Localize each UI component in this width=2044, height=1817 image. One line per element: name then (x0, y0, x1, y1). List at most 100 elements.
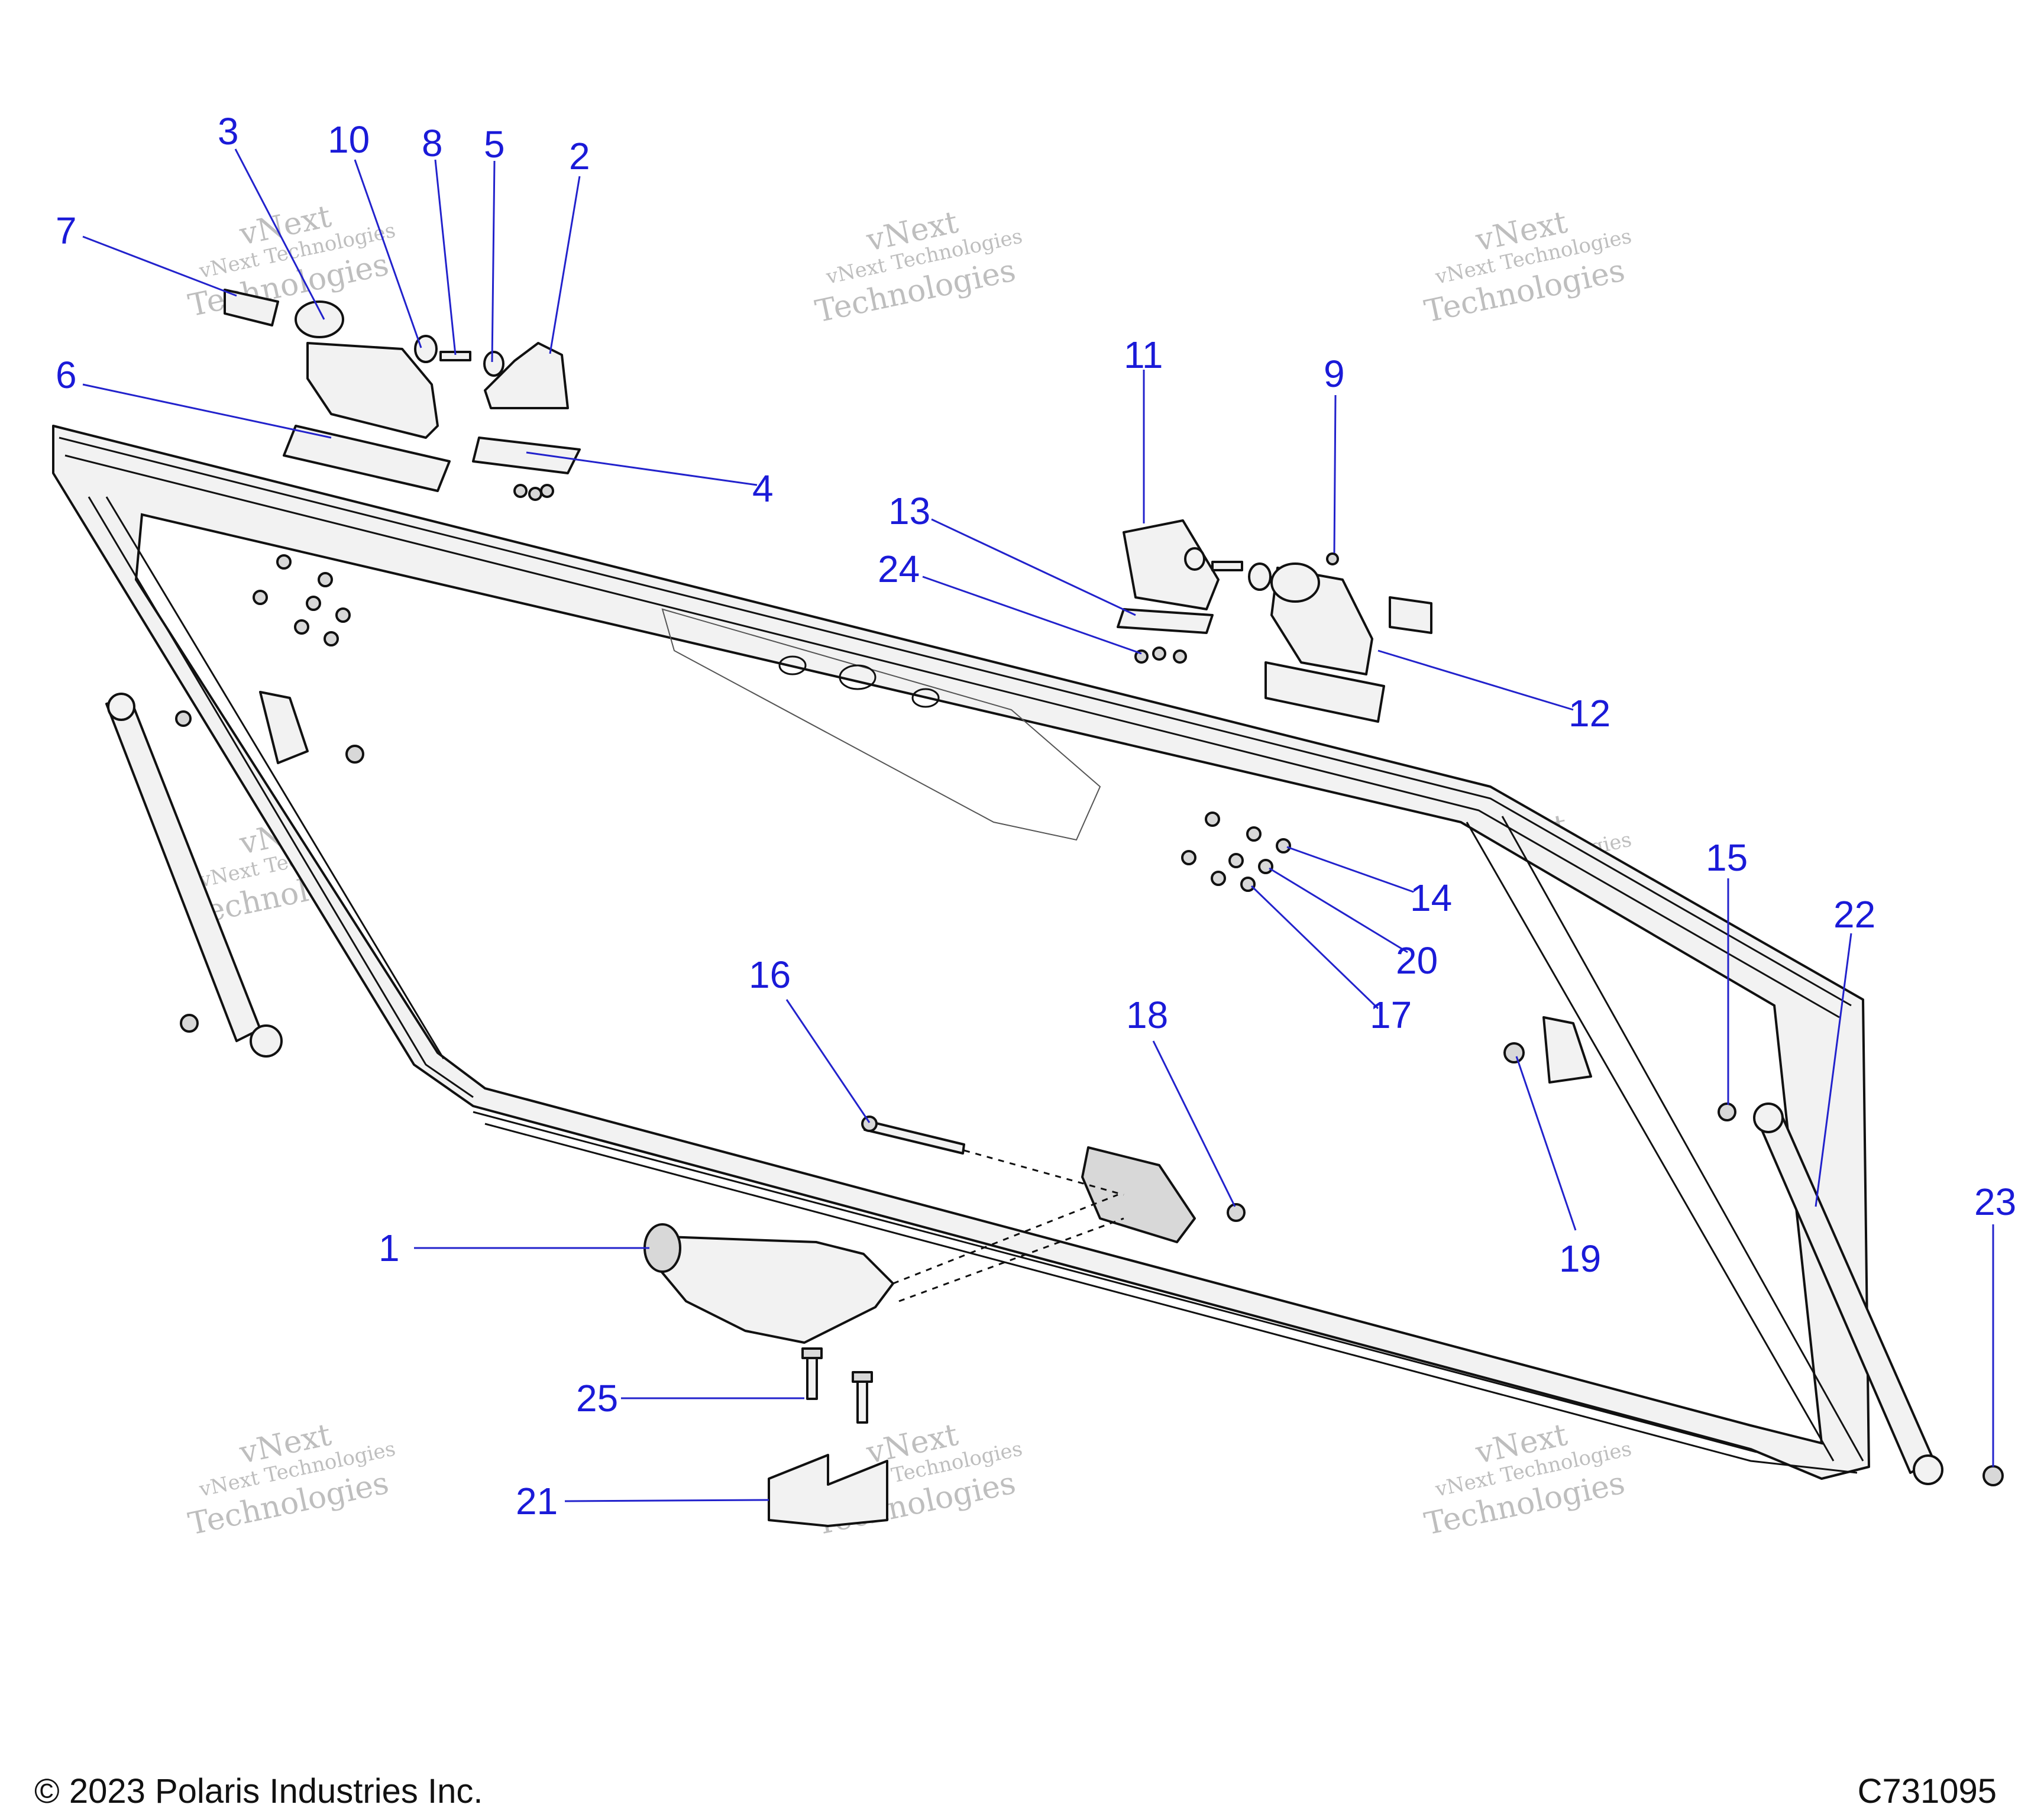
part-14-washer (1276, 838, 1291, 853)
part-22-gas-strut (1753, 1103, 1943, 1485)
fastener (276, 554, 292, 570)
part-11-mount (1123, 519, 1220, 610)
callout-3: 3 (218, 110, 239, 153)
hinge-cap (1389, 596, 1432, 634)
callout-21: 21 (516, 1480, 558, 1522)
diagram-code: C731095 (1857, 1772, 1997, 1810)
part-19-nut (1503, 1042, 1525, 1063)
callout-14: 14 (1410, 877, 1452, 919)
part-17-bolt (1240, 877, 1256, 892)
strut-end (250, 1024, 283, 1058)
glass-opening (134, 513, 1823, 1445)
mount-hole (778, 655, 807, 675)
part-13-gasket (1117, 608, 1214, 634)
fastener-cluster-right (1181, 811, 1291, 892)
mount-hole (911, 688, 940, 708)
strut-end (1913, 1454, 1943, 1485)
part-4-gasket (472, 437, 581, 474)
part-15-ball-stud (1718, 1103, 1736, 1121)
part-18-nut (1227, 1203, 1246, 1222)
frame-rail-line (88, 496, 474, 1098)
fastener (318, 572, 333, 587)
part-6-seal (283, 425, 451, 492)
part-5-bushing (483, 351, 504, 377)
callout-4: 4 (752, 467, 774, 510)
fastener-cluster-left (253, 554, 364, 764)
strut-end (107, 693, 135, 721)
latch-cylinder-end (643, 1223, 681, 1273)
part-10-washer (414, 335, 438, 363)
bushing (1184, 547, 1205, 571)
frame-rail-line (473, 1111, 1757, 1453)
leader-13 (931, 518, 1136, 616)
callout-6: 6 (56, 354, 77, 396)
callout-2: 2 (569, 135, 590, 177)
gas-strut-left (105, 693, 283, 1058)
watermark: vNext Technologies vNext Technologies (812, 205, 1024, 330)
part-21-bracket (768, 1454, 888, 1527)
leader-12 (1377, 649, 1574, 711)
fastener (1205, 811, 1220, 827)
part-2-mount (484, 342, 569, 409)
watermark: vNext Technologies vNext Technologies (1421, 205, 1634, 330)
leader-4 (526, 451, 758, 486)
leader-18 (1152, 1040, 1236, 1207)
frame-rail-line (1466, 822, 1835, 1462)
callout-17: 17 (1370, 994, 1412, 1036)
washer (1248, 562, 1272, 591)
callout-1: 1 (379, 1227, 400, 1269)
pin (1211, 561, 1243, 571)
part-1-latch (643, 1194, 1124, 1344)
frame-tab (259, 691, 309, 764)
callout-12: 12 (1568, 692, 1610, 735)
callout-labels: 3 10 8 5 2 7 6 4 11 9 13 24 12 14 20 17 … (56, 110, 2016, 1522)
leader-2 (549, 176, 581, 354)
glass-bracket-area (661, 608, 1101, 841)
callout-23: 23 (1974, 1181, 2016, 1223)
leader-20 (1269, 867, 1408, 953)
fastener (294, 619, 309, 635)
hinge-assembly-right (1117, 519, 1432, 723)
part-23-ball-stud (1982, 1465, 2004, 1486)
watermark: vNext Technologies vNext Technologies (185, 1417, 397, 1543)
leader-16 (785, 999, 871, 1123)
leader-10 (354, 159, 422, 348)
assembly-guide-line (963, 1149, 1124, 1196)
part-24-fastener (1173, 649, 1187, 664)
callout-25: 25 (576, 1377, 618, 1420)
leader-8 (434, 159, 457, 355)
callout-24: 24 (878, 548, 920, 590)
leader-19 (1515, 1056, 1577, 1231)
part-24-fastener (1134, 649, 1149, 664)
fastener (513, 484, 528, 498)
bolt-head (861, 1116, 878, 1132)
fastener (528, 487, 542, 501)
leader-17 (1250, 885, 1379, 1010)
windshield-frame (52, 425, 1870, 1480)
callout-8: 8 (422, 122, 443, 164)
part-9-screw (1326, 552, 1339, 565)
leader-22 (1815, 933, 1852, 1207)
frame-rail-line (59, 437, 1852, 1007)
bracket-body (768, 1454, 888, 1527)
strut-end (1753, 1103, 1784, 1133)
frame-rail-line (484, 1123, 1858, 1474)
callout-16: 16 (749, 953, 791, 996)
part-25-bolts (801, 1347, 873, 1424)
fastener (306, 596, 321, 611)
callout-7: 7 (56, 209, 77, 252)
part-7-cap (224, 289, 279, 326)
fastener (335, 607, 351, 623)
nut (345, 745, 364, 764)
ball-stud (175, 710, 192, 727)
bolt-head (852, 1371, 873, 1383)
fastener (1246, 826, 1262, 842)
callout-10: 10 (328, 118, 370, 161)
frame-rail-line (105, 496, 445, 1059)
callout-11: 11 (1124, 334, 1163, 376)
leader-21 (564, 1499, 769, 1502)
callout-9: 9 (1324, 353, 1345, 395)
mount-hole (839, 664, 877, 690)
bolt-head (801, 1347, 823, 1359)
